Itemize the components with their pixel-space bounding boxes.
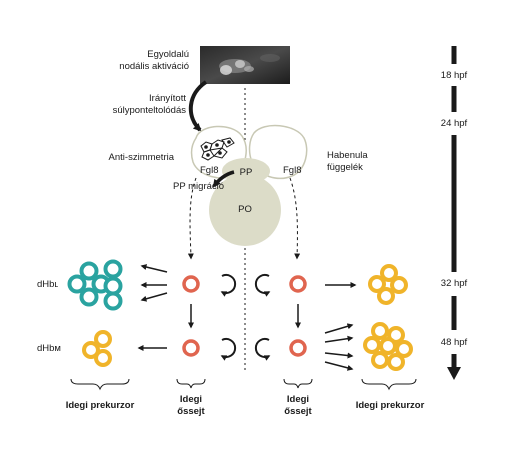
po-label: PO bbox=[238, 204, 252, 215]
right-lower-yellow-cluster bbox=[363, 322, 413, 371]
left-stem-label-line2: őssejt bbox=[177, 406, 205, 417]
left-self-renewal-lower-icon bbox=[220, 338, 237, 361]
left-stem-label-line1: Idegi bbox=[180, 394, 202, 405]
right-upper-yellow-cluster bbox=[368, 264, 408, 305]
left-stem-cell-lower bbox=[182, 339, 200, 357]
right-stem-cell-upper bbox=[289, 275, 307, 293]
anti-symmetry-cells bbox=[200, 137, 235, 161]
timeline-arrowhead bbox=[447, 367, 461, 380]
left-stem-cell-upper bbox=[182, 275, 200, 293]
right-precursor-brace bbox=[361, 378, 417, 391]
right-stem-brace bbox=[283, 378, 313, 389]
po-organ bbox=[209, 174, 281, 246]
left-lineage-dashed-arrow bbox=[187, 177, 197, 260]
pp-migration-arrow bbox=[212, 170, 235, 188]
anti-symmetry-label: Anti-szimmetria bbox=[109, 152, 175, 163]
pp-label: PP bbox=[240, 167, 253, 178]
dhbm-label: dHbᴍ bbox=[37, 343, 61, 354]
right-arrows bbox=[324, 282, 357, 371]
pp-organ bbox=[222, 158, 270, 184]
right-self-renewal-lower-icon bbox=[254, 338, 271, 361]
directed-shift-label-line1: Irányított bbox=[149, 93, 186, 104]
right-stem-cell-lower bbox=[289, 339, 307, 357]
dhbm-left-yellow-cluster bbox=[82, 330, 112, 367]
timeline-label-24: 24 hpf bbox=[441, 118, 468, 129]
habenula-label-line2: függelék bbox=[327, 162, 363, 173]
directed-shift-arrow bbox=[189, 80, 208, 132]
nodal-microscopy-image bbox=[200, 46, 290, 84]
timeline-label-48: 48 hpf bbox=[441, 337, 468, 348]
right-stem-label-line2: őssejt bbox=[284, 406, 312, 417]
timeline-label-32: 32 hpf bbox=[441, 278, 468, 289]
left-precursor-label: Idegi prekurzor bbox=[66, 400, 135, 411]
fgl8-left-label: Fgl8 bbox=[200, 165, 218, 176]
fgl8-right-label: Fgl8 bbox=[283, 165, 301, 176]
directed-shift-label-line2: súlyponteltolódás bbox=[113, 105, 187, 116]
pp-migration-label: PP migráció bbox=[173, 181, 224, 192]
timeline-label-18: 18 hpf bbox=[441, 70, 468, 81]
nodal-label-line2: nodális aktiváció bbox=[119, 61, 189, 72]
habenula-label-line1: Habenula bbox=[327, 150, 368, 161]
dhbl-label: dHbʟ bbox=[37, 279, 58, 290]
left-self-renewal-upper-icon bbox=[220, 274, 237, 297]
right-self-renewal-upper-icon bbox=[254, 274, 271, 297]
left-upper-arrows bbox=[137, 264, 168, 351]
left-stem-brace bbox=[176, 378, 206, 389]
left-precursor-brace bbox=[70, 378, 130, 391]
right-lineage-dashed-arrow bbox=[289, 177, 301, 260]
nodal-label-line1: Egyoldalú bbox=[147, 49, 189, 60]
right-stem-label-line1: Idegi bbox=[287, 394, 309, 405]
dhbl-teal-cluster bbox=[67, 259, 123, 311]
right-precursor-label: Idegi prekurzor bbox=[356, 400, 425, 411]
